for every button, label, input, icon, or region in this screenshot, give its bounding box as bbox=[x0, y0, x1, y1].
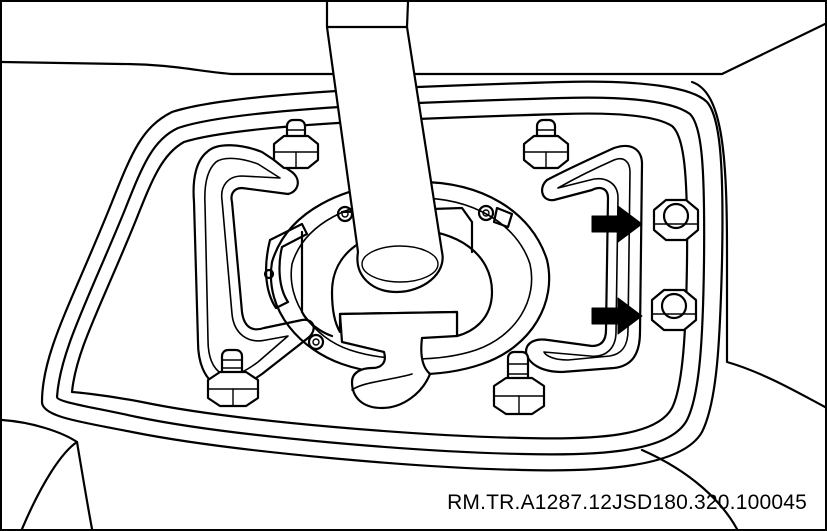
boot-frame-inner bbox=[70, 112, 689, 440]
lower-right-body bbox=[640, 448, 739, 529]
lower-left-curve bbox=[20, 440, 79, 529]
ring-screw-4 bbox=[263, 268, 275, 280]
retainer-left bbox=[264, 222, 309, 310]
ring-screw-2 bbox=[477, 204, 495, 222]
stud-top-right bbox=[522, 118, 570, 170]
stud-top-left bbox=[272, 118, 320, 170]
hex-nut-icon bbox=[652, 198, 700, 242]
right-panel-outline bbox=[690, 80, 825, 409]
figure-reference-code: RM.TR.A1287.12JSD180.320.100045 bbox=[447, 491, 807, 514]
left-slot-inner bbox=[204, 157, 289, 377]
shift-lever bbox=[325, 25, 444, 294]
right-arrow-icon bbox=[591, 205, 643, 243]
right-slot-outline bbox=[524, 144, 644, 374]
right-arrow-icon bbox=[591, 297, 643, 335]
lever-bracket bbox=[338, 310, 459, 410]
left-slot-outline bbox=[192, 144, 315, 390]
rear-console-outline bbox=[2, 22, 825, 76]
hex-nut-icon bbox=[650, 288, 698, 332]
right-slot-inner bbox=[543, 157, 631, 361]
boot-frame-middle bbox=[55, 96, 706, 456]
boot-frame-outer bbox=[40, 80, 724, 472]
stud-bottom-left bbox=[206, 348, 260, 408]
lower-left-body bbox=[2, 418, 94, 529]
retainer-right bbox=[492, 206, 514, 229]
ring-screw-3 bbox=[307, 333, 325, 351]
stud-bottom-right bbox=[492, 350, 546, 416]
housing-left bbox=[300, 230, 334, 338]
